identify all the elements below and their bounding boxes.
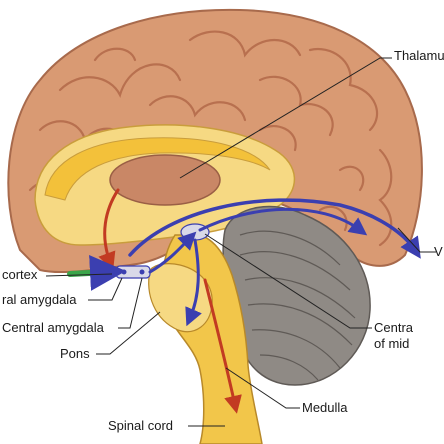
lateral-amygdala-dot [121, 269, 127, 275]
label-lateral-amygdala: ral amygdala [2, 292, 77, 307]
label-pons: Pons [60, 346, 90, 361]
label-right-edge: V [434, 244, 443, 259]
red-pathway-hypothalamus [98, 188, 120, 271]
right-edge-leader [397, 227, 436, 253]
label-thalamus: Thalamu [394, 48, 444, 63]
blue-pathway-upper [128, 198, 421, 259]
label-central-amygdala: Central amygdala [2, 320, 104, 335]
label-central-gray-line1: Centra [374, 320, 414, 335]
cerebellum-folia [239, 230, 356, 381]
central-amygdala-dot [139, 269, 145, 275]
label-central-gray-line2: of mid [374, 336, 410, 351]
central-gray-leader [204, 233, 372, 329]
thalamus [109, 154, 221, 206]
blue-pathway-left [148, 231, 197, 274]
label-medulla: Medulla [302, 400, 348, 415]
cortex-leader [45, 273, 113, 277]
pathway-arrows [67, 188, 421, 414]
blue-pathway-right [198, 207, 368, 236]
central-amygdala-leader [118, 277, 143, 329]
red-pathway-down [203, 278, 242, 414]
pons-leader [96, 311, 161, 355]
label-spinal-cord: Spinal cord [108, 418, 174, 433]
green-input-arrow [67, 254, 126, 291]
corpus-callosum [44, 137, 271, 201]
thalamus-leader [179, 57, 392, 179]
amygdala-marker [115, 265, 151, 279]
lateral-amygdala-leader [88, 277, 123, 301]
leader-lines [45, 57, 436, 427]
medulla-leader [225, 367, 300, 409]
label-cortex: cortex [2, 267, 38, 282]
